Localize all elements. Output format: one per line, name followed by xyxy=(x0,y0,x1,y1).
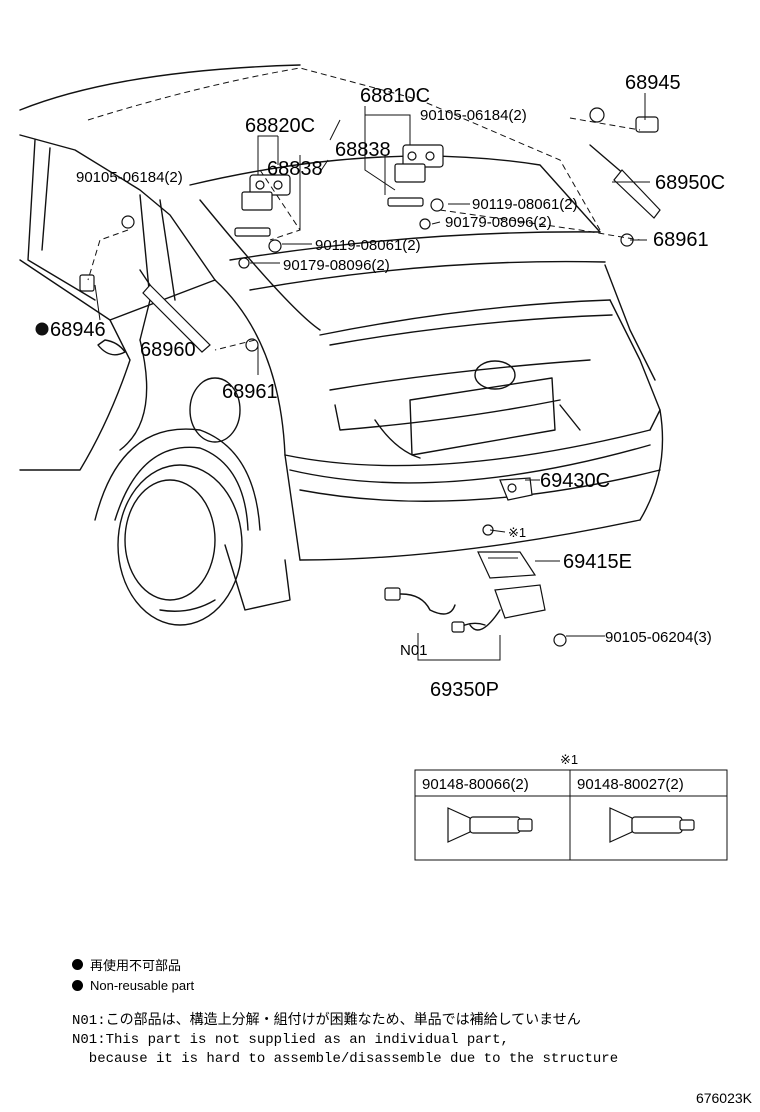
cover-69415E xyxy=(477,551,537,579)
screw-table xyxy=(414,769,728,861)
legend-en: Non-reusable part xyxy=(90,978,195,993)
note-en-2: because it is hard to assemble/disassemb… xyxy=(72,1051,619,1067)
leader-68961-left xyxy=(214,339,256,351)
callout-90179-left: 90179-08096(2) xyxy=(283,257,390,274)
callout-68946: 68946 xyxy=(50,319,106,341)
leader-90105-right xyxy=(569,117,641,131)
callout-68838-right: 68838 xyxy=(335,139,391,161)
table-header-2: 90148-80027(2) xyxy=(577,776,684,793)
callout-69350P: 69350P xyxy=(430,679,499,701)
callout-90119-right: 90119-08061(2) xyxy=(472,196,578,213)
fasteners xyxy=(121,107,634,647)
drawing-code: 676023K xyxy=(695,1090,752,1106)
strut-68960 xyxy=(79,269,211,353)
callout-68945: 68945 xyxy=(625,72,681,94)
callout-90105-bottom: 90105-06204(3) xyxy=(605,629,712,646)
callout-69430C: 69430C xyxy=(540,470,610,492)
legend-jp-row: 再使用不可部品 xyxy=(72,954,692,975)
legend-dot-icon xyxy=(72,959,83,970)
car-body xyxy=(19,64,664,626)
callout-68820C: 68820C xyxy=(245,115,315,137)
pin-68838-mid xyxy=(317,159,329,176)
callout-68960: 68960 xyxy=(140,339,196,361)
callout-68838-left: 68838 xyxy=(267,158,323,180)
callout-68961-right: 68961 xyxy=(653,229,709,251)
table-header-1: 90148-80066(2) xyxy=(422,776,529,793)
callout-68961-left: 68961 xyxy=(222,381,278,403)
hinge-68820C xyxy=(234,174,291,237)
notes-block: 再使用不可部品 Non-reusable part N01:この部品は、構造上分… xyxy=(72,954,692,1069)
callout-90105-left: 90105-06184(2) xyxy=(76,169,183,186)
callout-N01: N01 xyxy=(400,642,428,659)
legend-dot-icon xyxy=(72,980,83,991)
strut-68950C xyxy=(589,116,661,219)
screw-80027-drawing xyxy=(609,807,695,843)
callout-90119-left: 90119-08061(2) xyxy=(315,237,421,254)
callout-68810C: 68810C xyxy=(360,85,430,107)
callout-90179-right: 90179-08096(2) xyxy=(445,214,552,231)
bracket-69350P xyxy=(417,633,501,661)
screw-80066-drawing xyxy=(447,807,533,843)
callout-68950C: 68950C xyxy=(655,172,725,194)
table-ref-mark: ※1 xyxy=(560,752,578,767)
leader-90119-right xyxy=(439,209,641,241)
leader-lines xyxy=(94,93,650,637)
leader-90105-left xyxy=(87,229,129,281)
pin-68838-left xyxy=(329,119,341,141)
note-jp: N01:この部品は、構造上分解・組付けが困難なため、単品では補給していません xyxy=(72,1013,581,1029)
legend-en-row: Non-reusable part xyxy=(72,975,692,996)
lock-69350P xyxy=(384,584,546,633)
hinge-68810C xyxy=(387,144,444,207)
callout-90105-top: 90105-06184(2) xyxy=(420,107,527,124)
non-reusable-mark-68946 xyxy=(35,322,49,336)
legend-jp: 再使用不可部品 xyxy=(90,958,182,973)
callout-69415E: 69415E xyxy=(563,551,632,573)
note-en-1: N01:This part is not supplied as an indi… xyxy=(72,1032,509,1048)
lock-69430C xyxy=(499,477,533,501)
callout-ref1: ※1 xyxy=(508,525,526,540)
